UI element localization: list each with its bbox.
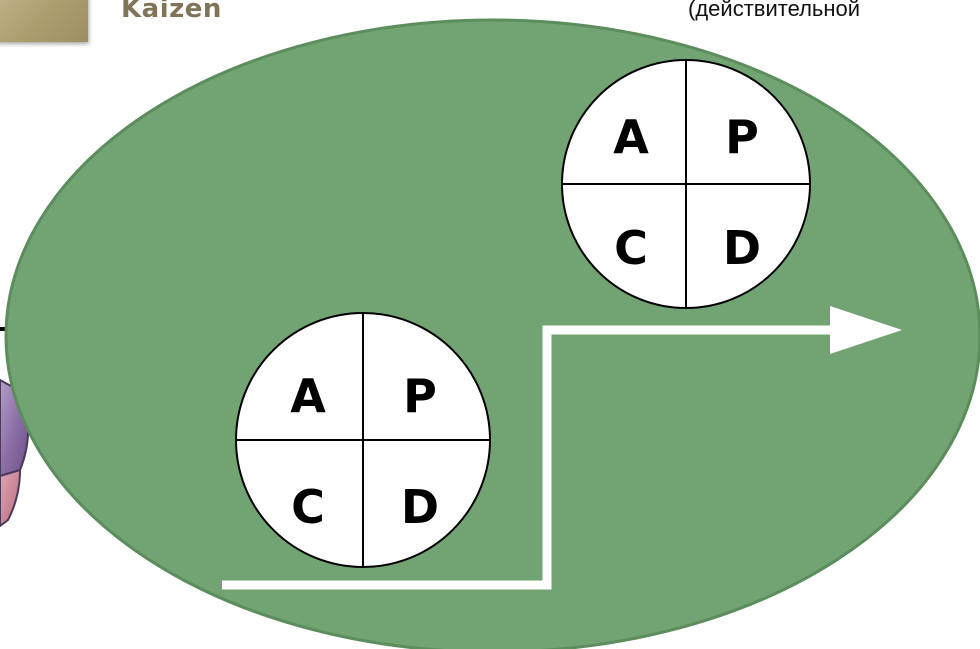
pdca-cycle-upper: A P C D [561,59,811,309]
pdca-plan-label: P [403,369,437,423]
kaizen-tile [0,0,88,42]
pdca-act-label: A [613,110,649,164]
step-arrow-icon [222,306,902,590]
pdca-do-label: D [723,221,761,275]
pdca-check-label: C [614,221,648,275]
kaizen-label: Kaizen [121,0,222,24]
pdca-plan-label: P [725,110,759,164]
pdca-do-label: D [401,480,439,534]
pdca-act-label: A [290,369,326,423]
pdca-check-label: C [291,480,325,534]
pdca-cycle-lower: A P C D [235,312,491,568]
top-note-text: (действительной [688,0,861,21]
